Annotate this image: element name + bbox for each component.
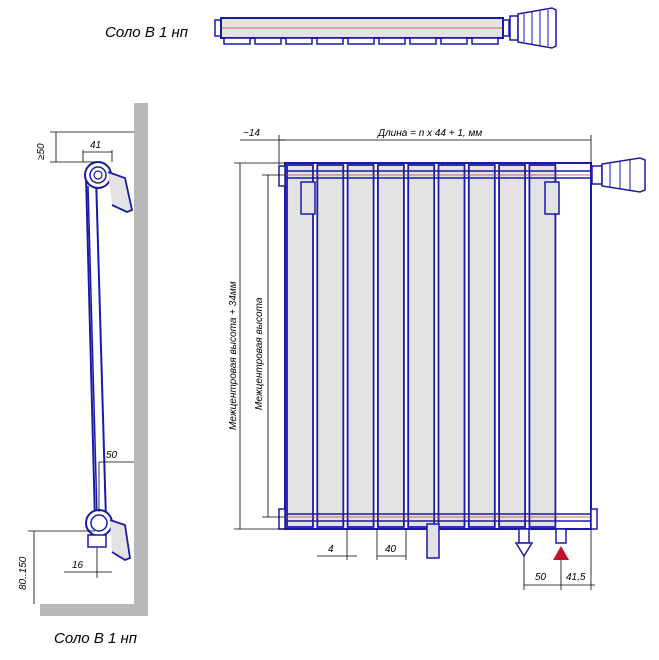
top-bracket xyxy=(107,171,134,213)
dim-outlet: 41,5 xyxy=(566,572,586,583)
dim-height-center: Межцентровая высота xyxy=(254,297,265,410)
connection-outlet xyxy=(555,528,567,544)
bracket-right xyxy=(544,181,560,215)
section-tab xyxy=(347,37,375,45)
dim-section: 40 xyxy=(385,544,397,555)
caption-top: Соло В 1 нп xyxy=(105,24,188,41)
dim-top-clearance: ≥50 xyxy=(36,143,47,160)
section-tab xyxy=(254,37,282,45)
section-tab xyxy=(378,37,406,45)
dim-length: Длина = n x 44 + 1, мм xyxy=(377,128,482,139)
thermostat-head-top xyxy=(509,7,557,49)
connection-inlet xyxy=(518,528,530,544)
radiator-section xyxy=(498,164,527,528)
radiator-section xyxy=(467,164,496,528)
dim-floor-clearance: 80..150 xyxy=(18,556,29,590)
dim-wall-to-pipe: 50 xyxy=(106,450,118,461)
bottom-bracket xyxy=(109,519,131,562)
dim-height-total: Межцентровая высота + 34мм xyxy=(228,281,239,430)
top-view-section-tabs xyxy=(223,37,499,45)
thermostat-head-front xyxy=(591,157,646,193)
top-view: Соло В 1 нп xyxy=(105,7,557,49)
bracket-left xyxy=(300,181,316,215)
bottom-pipe xyxy=(87,534,107,548)
radiator-section xyxy=(437,164,466,528)
front-view: Длина = n x 44 + 1, мм ~14 Межцентровая … xyxy=(228,128,646,590)
side-view: ≥50 41 50 80..150 16 Соло В 1 нп xyxy=(18,103,148,647)
section-tab xyxy=(285,37,313,45)
radiator-section xyxy=(286,164,314,528)
section-tab xyxy=(471,37,499,45)
radiator-section xyxy=(346,164,375,528)
dim-depth: 41 xyxy=(90,140,101,151)
bracket-bottom xyxy=(426,523,440,559)
dim-pipe-offset: 16 xyxy=(72,560,84,571)
dim-gap: 4 xyxy=(328,544,334,555)
section-tab xyxy=(440,37,468,45)
top-left-cap xyxy=(214,19,222,37)
dim-inlet: 50 xyxy=(535,572,547,583)
section-tab xyxy=(316,37,344,45)
radiator-section xyxy=(316,164,345,528)
wall xyxy=(40,103,148,616)
radiator-section xyxy=(528,164,557,528)
front-sections xyxy=(286,164,557,528)
top-right-cap xyxy=(502,19,510,37)
radiator-section xyxy=(376,164,405,528)
dim-offset: ~14 xyxy=(243,128,260,139)
radiator-section xyxy=(407,164,436,528)
section-tab xyxy=(409,37,437,45)
outlet-arrow-icon xyxy=(553,546,569,560)
inlet-arrow-icon xyxy=(514,542,534,558)
caption-bottom: Соло В 1 нп xyxy=(54,630,137,647)
section-tab xyxy=(223,37,251,45)
